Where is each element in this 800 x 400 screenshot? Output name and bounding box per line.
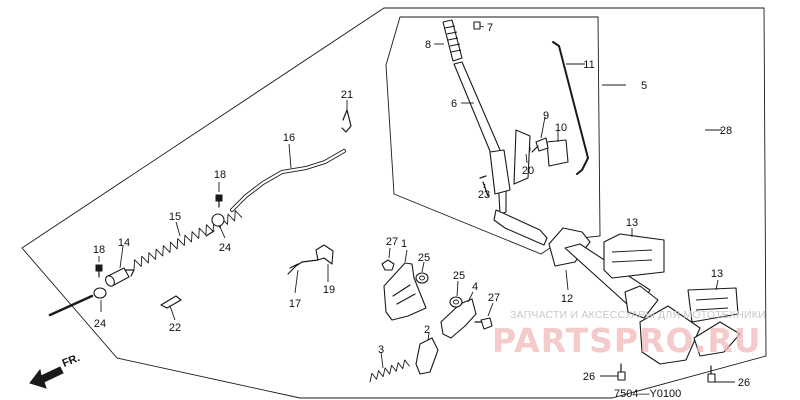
plate-10 — [546, 139, 569, 167]
callout-2: 2 — [424, 324, 430, 336]
callout-25b: 25 — [453, 270, 465, 282]
callout-13a: 13 — [626, 217, 638, 229]
callout-28: 28 — [720, 125, 732, 137]
callout-8: 8 — [425, 39, 431, 51]
callout-10: 10 — [555, 122, 567, 134]
callout-21: 21 — [341, 89, 353, 101]
shaft-12 — [548, 227, 659, 319]
callout-15: 15 — [169, 211, 181, 223]
bolt-26-right — [707, 365, 716, 383]
callout-labels: 1 2 3 4 5 6 7 8 9 10 11 12 13 13 14 15 1… — [93, 22, 750, 389]
callout-22: 22 — [169, 322, 181, 334]
watermark-logo: PARTSPRO.RU — [492, 321, 762, 360]
callout-24a: 24 — [94, 318, 106, 330]
front-marker: FR. — [61, 352, 82, 370]
callout-19: 19 — [323, 284, 335, 296]
callout-26b: 26 — [738, 377, 750, 389]
nut-24-left — [93, 287, 107, 299]
watermark-tagline: ЗАПЧАСТИ И АКСЕССУАРЫ ДЛЯ МОТОТЕХНИКИ — [510, 309, 766, 321]
bolt-27-right — [474, 317, 493, 330]
callout-12: 12 — [561, 293, 573, 305]
clip-22 — [160, 295, 182, 309]
collar-14 — [105, 267, 135, 287]
bracket-1 — [383, 262, 427, 321]
callout-24b: 24 — [219, 242, 231, 254]
grip-8 — [442, 19, 463, 62]
callout-17: 17 — [289, 298, 301, 310]
nut-24-right — [211, 213, 225, 227]
leader-lines — [98, 25, 735, 383]
clip-21 — [341, 109, 352, 133]
plate-13-top — [603, 233, 665, 279]
assembly-outline — [21, 7, 767, 399]
spring-15 — [133, 210, 243, 271]
bolt-9 — [531, 137, 549, 153]
bolt-26-left — [617, 363, 626, 381]
callout-4: 4 — [472, 281, 478, 293]
callout-27a: 27 — [386, 236, 398, 248]
bolt-18-top — [215, 194, 223, 208]
callout-20: 20 — [522, 165, 534, 177]
bracket-2 — [415, 337, 439, 375]
callout-5: 5 — [641, 80, 647, 92]
spring-17 — [287, 259, 319, 275]
callout-1: 1 — [401, 238, 407, 250]
callout-26a: 26 — [583, 371, 595, 383]
cap-7 — [473, 21, 481, 30]
nut-25-right — [449, 296, 463, 308]
callout-6: 6 — [451, 98, 457, 110]
clip-19 — [315, 244, 334, 265]
rod-11 — [552, 41, 589, 175]
callout-11: 11 — [583, 59, 594, 71]
rod-24-left — [48, 294, 94, 317]
pin-23 — [482, 181, 489, 197]
callout-18a: 18 — [93, 244, 105, 256]
front-direction-arrow-icon — [29, 366, 64, 389]
callout-7: 7 — [487, 22, 493, 34]
callout-14: 14 — [118, 237, 130, 249]
callout-16: 16 — [283, 132, 295, 144]
bolt-18-left — [95, 264, 103, 278]
callout-23: 23 — [478, 189, 490, 201]
spring-3 — [369, 359, 410, 383]
callout-9: 9 — [543, 110, 549, 122]
nut-25-left — [415, 272, 429, 284]
bolt-27-left — [381, 259, 395, 271]
callout-18b: 18 — [214, 169, 226, 181]
callout-3: 3 — [378, 344, 384, 356]
callout-27b: 27 — [488, 292, 500, 304]
callout-13b: 13 — [711, 268, 723, 280]
diagram-code: 7504—Y0100 — [614, 388, 681, 400]
lever-6-foot — [493, 209, 548, 246]
callout-25a: 25 — [418, 252, 430, 264]
plate-13-bottom — [687, 287, 739, 323]
